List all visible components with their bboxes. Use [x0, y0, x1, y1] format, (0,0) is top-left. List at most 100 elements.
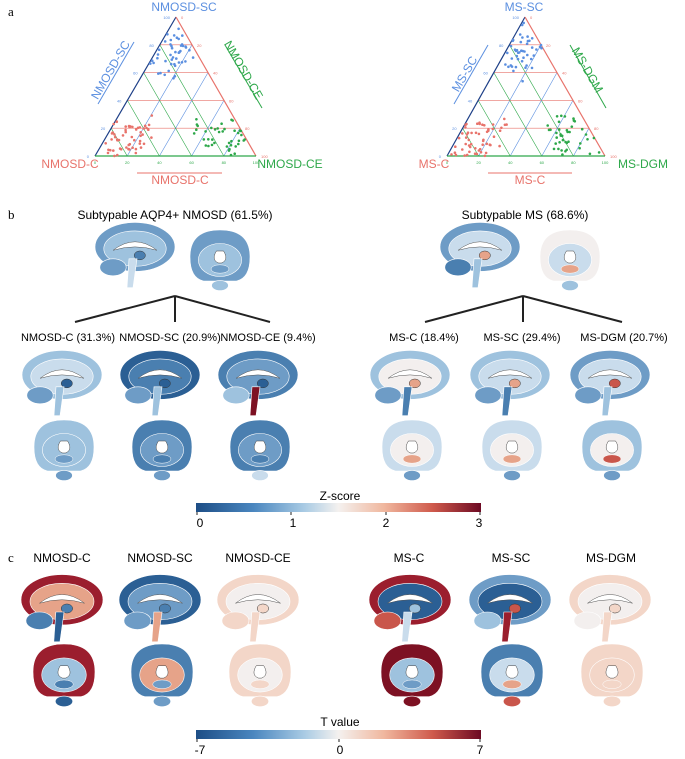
ternary-point [477, 132, 481, 136]
corpus-callosum [137, 369, 183, 379]
ternary-tick-label: 60 [189, 160, 194, 165]
cerebellum-region [26, 386, 54, 405]
ternary-point [178, 50, 181, 54]
ternary-tick-label: 80 [571, 160, 576, 165]
ternary-tick-label: 80 [245, 126, 250, 131]
ternary-point [464, 123, 467, 127]
ternary-point [524, 66, 527, 69]
sagittal-brain-map [439, 222, 521, 288]
ternary-point [220, 122, 223, 125]
corpus-callosum [487, 369, 533, 379]
brainstem-region [53, 611, 65, 643]
deep-gray-region [250, 679, 270, 689]
ternary-tick-label: 60 [133, 71, 138, 76]
ternary-left-label: MS-C [419, 157, 450, 171]
ternary-point [233, 152, 236, 155]
ternary-tick-label: 20 [197, 43, 202, 48]
coronal-brain-map [380, 643, 444, 707]
ternary-point [128, 126, 131, 129]
ternary-point [133, 138, 136, 142]
subtype-label: NMOSD-C (31.3%) [21, 332, 115, 344]
colorbar-title: T value [320, 715, 359, 729]
deep-gray-region [478, 250, 491, 261]
ternary-point [520, 59, 524, 63]
grid-line [143, 72, 192, 157]
ternary-point [579, 142, 582, 145]
ternary-point [231, 119, 234, 122]
deep-gray-region [402, 454, 422, 464]
ternary-point [557, 120, 561, 124]
ternary-point [157, 72, 160, 75]
ternary-point [498, 129, 502, 132]
sagittal-brain-map [368, 574, 452, 643]
corpus-callosum [39, 594, 85, 604]
ternary-point [487, 129, 490, 132]
ternary-tick-label: 80 [149, 43, 154, 48]
ternary-point [468, 145, 472, 149]
deep-gray-region [402, 679, 422, 689]
ternary-point [164, 59, 167, 63]
ternary-point [573, 120, 577, 123]
corpus-callosum [587, 594, 633, 604]
brainstem-region [249, 611, 261, 643]
ternary-point [174, 50, 177, 54]
ternary-point [522, 21, 525, 25]
ternary-point [555, 136, 558, 139]
ternary-point [204, 130, 207, 133]
ventricle [57, 665, 71, 679]
brainstem-region [151, 386, 163, 416]
brainstem-region [603, 695, 621, 707]
ternary-point [512, 69, 515, 73]
ternary-tick-label: 60 [229, 98, 234, 103]
ternary-tick-label: 40 [508, 160, 513, 165]
panel-c-title: NMOSD-SC [127, 551, 193, 565]
corpus-callosum [137, 594, 183, 604]
ternary-point [157, 48, 161, 52]
ternary-point [225, 145, 229, 148]
ternary-point [509, 44, 513, 48]
ternary-point [163, 40, 167, 43]
ternary-point [169, 53, 172, 57]
deep-gray-region [560, 264, 580, 274]
colorbar-tick: 1 [290, 516, 297, 530]
ternary-point [489, 143, 492, 147]
ternary-point [491, 123, 495, 126]
ternary-tick-label: 0 [439, 154, 442, 159]
ternary-point [483, 124, 486, 127]
ternary-point [131, 125, 134, 129]
subtype-label: MS-SC (29.4%) [483, 332, 560, 344]
ternary-point [109, 148, 112, 152]
ternary-point [207, 144, 210, 148]
ternary-point [115, 120, 119, 124]
cerebellum-region [221, 611, 250, 630]
ternary-side-left-arrow [453, 44, 489, 105]
ternary-point [141, 133, 144, 136]
ternary-point [204, 144, 208, 147]
ternary-point [555, 131, 558, 135]
brainstem-region [55, 695, 73, 707]
ternary-point [478, 121, 481, 124]
ternary-point [237, 139, 241, 143]
corpus-callosum [457, 241, 503, 251]
ternary-point [523, 50, 526, 53]
ternary-point [483, 154, 487, 158]
ternary-point [188, 48, 191, 52]
ternary-point [216, 127, 219, 130]
ventricle [605, 665, 619, 679]
corpus-callosum [487, 594, 533, 604]
ternary-tick-label: 20 [546, 43, 551, 48]
ternary-side-right-arrow [224, 44, 263, 109]
brainstem-region [401, 386, 413, 416]
ternary-point [561, 138, 565, 142]
ternary-point [526, 39, 530, 43]
cerebellum-region [574, 386, 602, 405]
ternary-point [191, 56, 195, 59]
ternary-tick-label: 0 [94, 160, 97, 165]
sagittal-brain-map [20, 574, 104, 643]
ternary-tick-label: 80 [594, 126, 599, 131]
ternary-tick-label: 0 [530, 15, 533, 20]
ternary-point [113, 135, 117, 139]
ternary-point [150, 136, 153, 139]
